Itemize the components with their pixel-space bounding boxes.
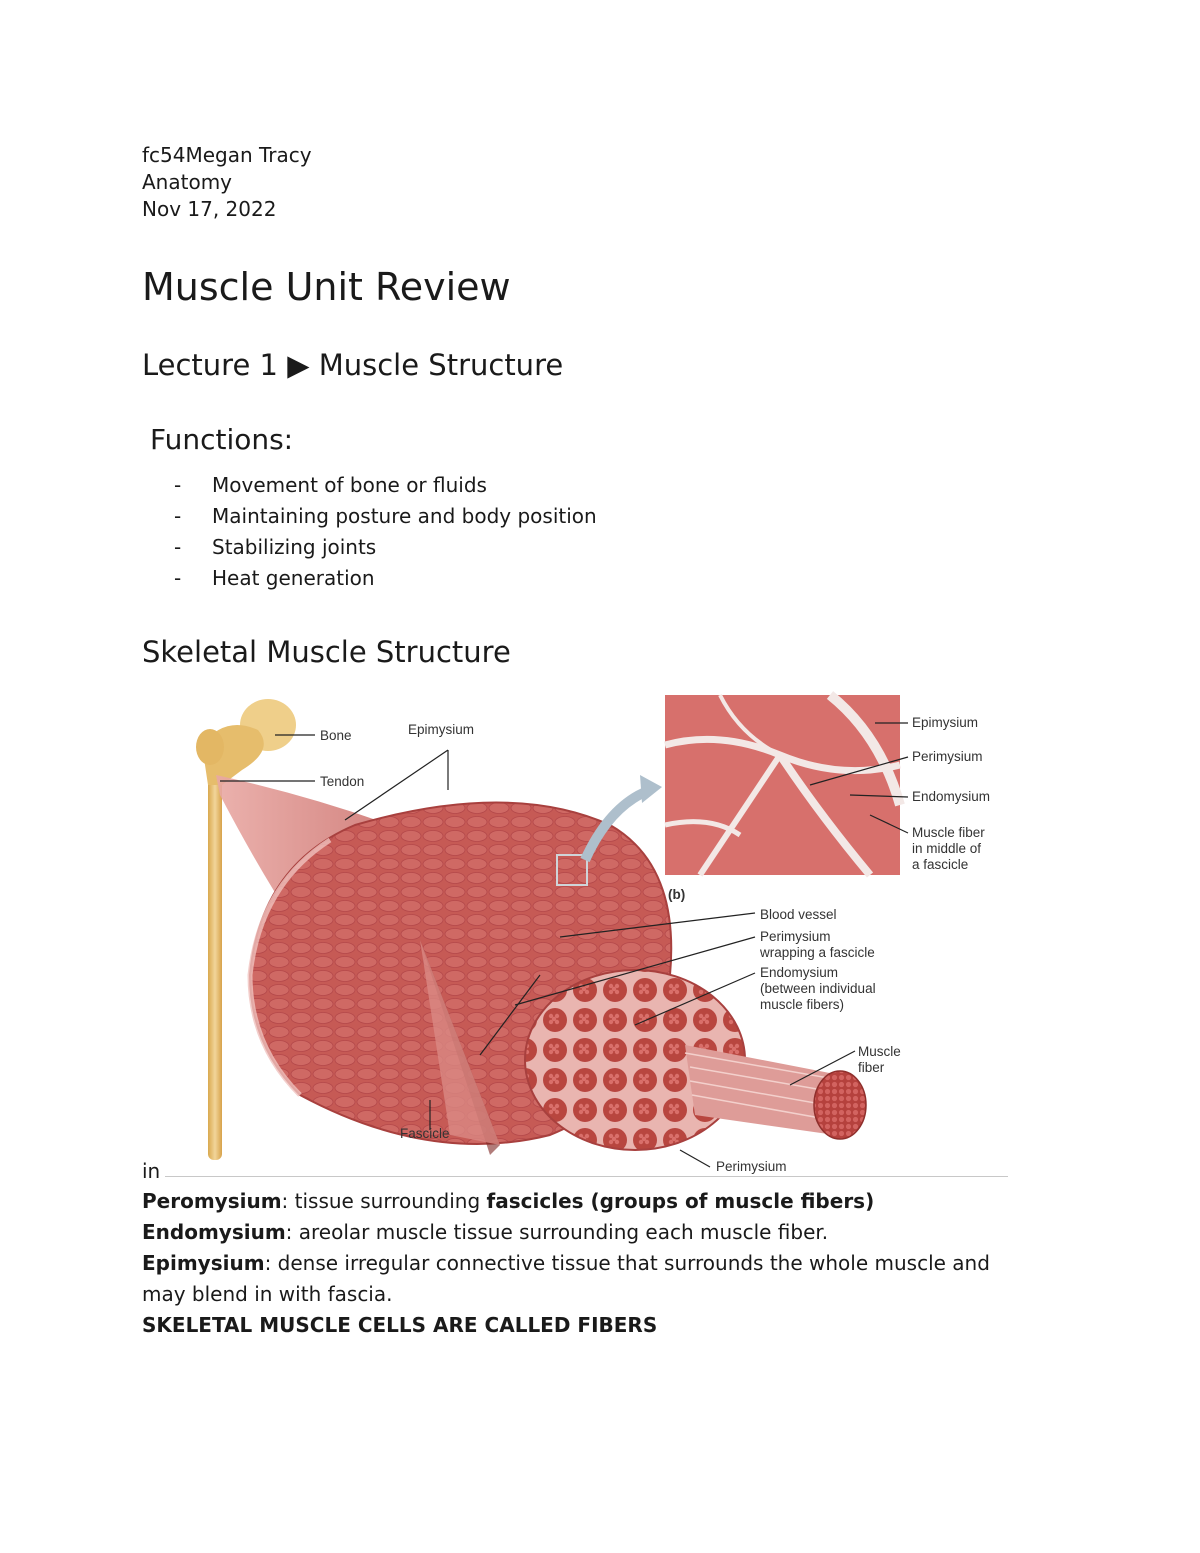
- definition-endomysium: Endomysium: areolar muscle tissue surrou…: [142, 1217, 1022, 1248]
- label-b-fiber-2: in middle of: [912, 841, 981, 856]
- def-endomysium: : areolar muscle tissue surrounding each…: [285, 1220, 829, 1244]
- label-b-fiber-3: a fascicle: [912, 857, 968, 872]
- course-line: Anatomy: [142, 170, 233, 194]
- list-dash: -: [174, 566, 182, 590]
- functions-heading: Functions:: [150, 423, 294, 456]
- author-line: fc54Megan Tracy: [142, 143, 312, 167]
- list-dash: -: [174, 473, 182, 497]
- list-item: - Movement of bone or fluids: [172, 470, 597, 501]
- label-muscle-fiber-1: Muscle: [858, 1044, 901, 1059]
- label-b-fiber-1: Muscle fiber: [912, 825, 985, 840]
- label-bone: Bone: [320, 728, 352, 743]
- zoom-box: [556, 854, 588, 886]
- list-item: - Maintaining posture and body position: [172, 501, 597, 532]
- in-text: in: [142, 1159, 161, 1183]
- list-dash: -: [174, 535, 182, 559]
- list-item-text: Stabilizing joints: [212, 535, 377, 559]
- def-perimysium-b: fascicles (groups of muscle fibers): [486, 1189, 875, 1213]
- label-endomysium-3: muscle fibers): [760, 997, 844, 1012]
- list-item-text: Heat generation: [212, 566, 375, 590]
- list-item-text: Movement of bone or fluids: [212, 473, 487, 497]
- emphasis-line: SKELETAL MUSCLE CELLS ARE CALLED FIBERS: [142, 1310, 1022, 1341]
- list-dash: -: [174, 504, 182, 528]
- def-perimysium-a: : tissue surrounding: [281, 1189, 487, 1213]
- divider: [165, 1176, 1008, 1177]
- label-b-perimysium: Perimysium: [912, 749, 983, 764]
- page-title: Muscle Unit Review: [142, 265, 511, 309]
- label-epimysium-top: Epimysium: [408, 722, 474, 737]
- skeletal-heading: Skeletal Muscle Structure: [142, 635, 511, 669]
- muscle-structure-figure: Bone Tendon Epimysium Epimysium Perimysi…: [180, 675, 1020, 1180]
- list-item: - Heat generation: [172, 563, 597, 594]
- bone-illustration: [196, 699, 296, 1160]
- lecture-heading: Lecture 1 ▶ Muscle Structure: [142, 348, 564, 382]
- functions-list: - Movement of bone or fluids - Maintaining…: [172, 470, 597, 594]
- label-perimysium-wrap-1: Perimysium: [760, 929, 831, 944]
- list-item: - Stabilizing joints: [172, 532, 597, 563]
- term-perimysium: Peromysium: [142, 1189, 282, 1213]
- label-endomysium-1: Endomysium: [760, 965, 838, 980]
- label-b-endomysium: Endomysium: [912, 789, 990, 804]
- label-b-epimysium: Epimysium: [912, 715, 978, 730]
- term-epimysium: Epimysium: [142, 1251, 265, 1275]
- muscle-diagram: Bone Tendon Epimysium Epimysium Perimysi…: [196, 691, 990, 1174]
- label-panel-b: (b): [668, 887, 685, 902]
- micrograph-panel: [664, 691, 905, 878]
- definition-perimysium: Peromysium: tissue surrounding fascicles…: [142, 1186, 1022, 1217]
- label-blood-vessel: Blood vessel: [760, 907, 837, 922]
- emphasis-text: SKELETAL MUSCLE CELLS ARE CALLED FIBERS: [142, 1313, 658, 1337]
- label-tendon: Tendon: [320, 774, 364, 789]
- label-endomysium-2: (between individual: [760, 981, 876, 996]
- label-perimysium-wrap-2: wrapping a fascicle: [759, 945, 875, 960]
- leader-lines: [220, 722, 909, 1168]
- list-item-text: Maintaining posture and body position: [212, 504, 597, 528]
- definition-epimysium: Epimysium: dense irregular connective ti…: [142, 1248, 1022, 1310]
- muscle-fiber-cylinder: [684, 1045, 867, 1140]
- label-perimysium-bottom: Perimysium: [716, 1159, 787, 1174]
- def-epimysium: : dense irregular connective tissue that…: [142, 1251, 990, 1306]
- label-muscle-fiber-2: fiber: [858, 1060, 885, 1075]
- term-endomysium: Endomysium: [142, 1220, 286, 1244]
- date-line: Nov 17, 2022: [142, 197, 277, 221]
- label-fascicle: Fascicle: [400, 1126, 450, 1141]
